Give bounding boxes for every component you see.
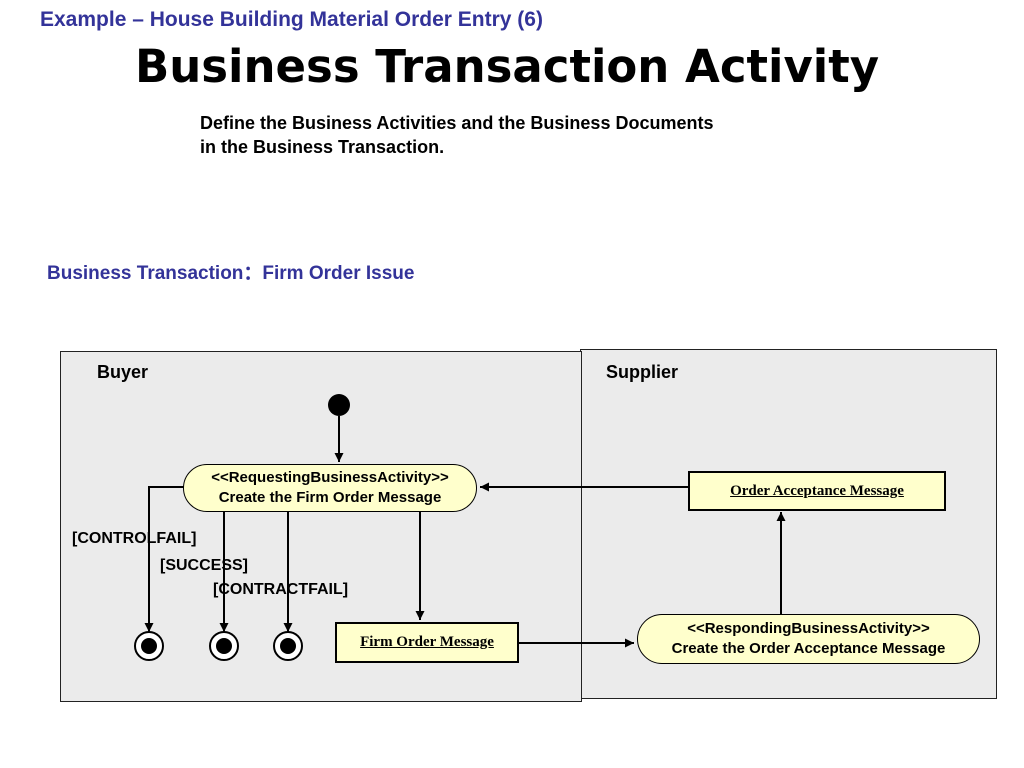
firm-order-message-document: Firm Order Message [335, 622, 519, 663]
description-line-2: in the Business Transaction. [200, 137, 445, 157]
requesting-activity-stereotype: <<RequestingBusinessActivity>> [211, 469, 449, 486]
guard-contractfail: [CONTRACTFAIL] [213, 581, 349, 598]
slide-title: Business Transaction Activity [134, 40, 880, 93]
final-node-success [209, 631, 239, 661]
responding-business-activity: <<RespondingBusinessActivity>> Create th… [637, 614, 980, 664]
requesting-activity-name: Create the Firm Order Message [218, 489, 442, 506]
responding-activity-stereotype: <<RespondingBusinessActivity>> [687, 620, 930, 637]
description-line-1: Define the Business Activities and the B… [200, 113, 714, 133]
guard-success: [SUCCESS] [160, 557, 249, 574]
flow-controlfail [144, 486, 184, 632]
guard-controlfail: [CONTROLFAIL] [72, 530, 197, 547]
responding-activity-name: Create the Order Acceptance Message [671, 640, 946, 657]
slide-subtitle: Example – House Building Material Order … [40, 8, 543, 31]
final-node-controlfail [134, 631, 164, 661]
description: Define the Business Activities and the B… [200, 111, 713, 159]
requesting-business-activity: <<RequestingBusinessActivity>> Create th… [183, 464, 477, 512]
final-node-contractfail [273, 631, 303, 661]
order-acceptance-message-document: Order Acceptance Message [688, 471, 946, 511]
business-transaction-label: Business Transaction：Firm Order Issue [47, 263, 415, 284]
buyer-lane-label: Buyer [97, 362, 149, 382]
supplier-lane-label: Supplier [606, 362, 679, 382]
initial-node [328, 394, 350, 416]
